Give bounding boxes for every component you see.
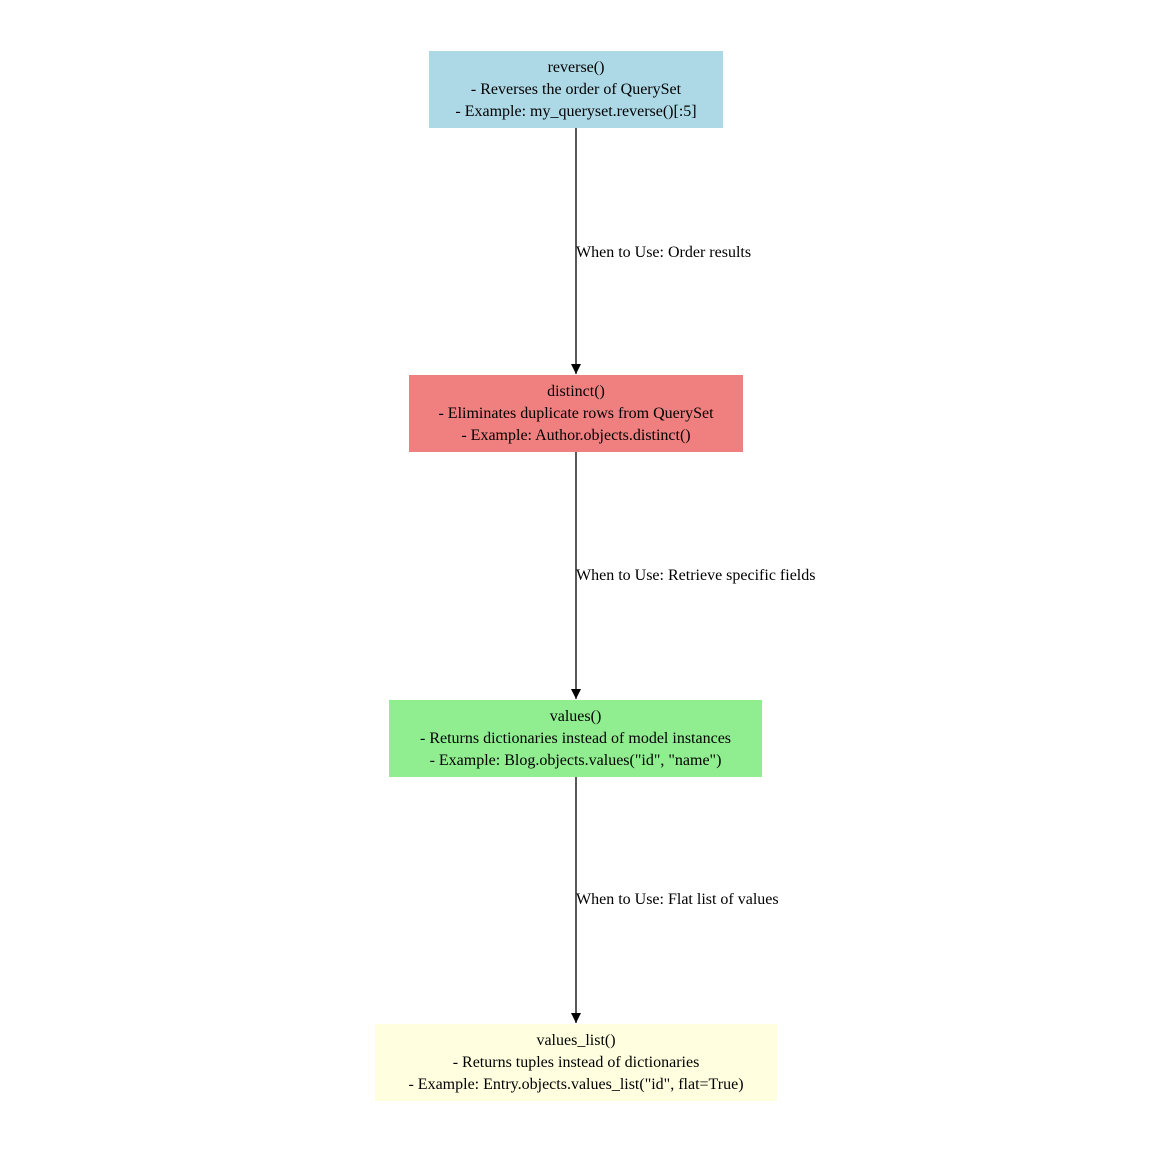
node-description: - Reverses the order of QuerySet (470, 80, 682, 98)
node-example: - Example: Author.objects.distinct() (461, 426, 691, 444)
node-title: values_list() (536, 1031, 616, 1049)
node-title: reverse() (547, 58, 605, 76)
node-title: values() (549, 707, 602, 725)
edge-label-distinct-to-values: When to Use: Retrieve specific fields (576, 567, 816, 584)
node-description: - Eliminates duplicate rows from QuerySe… (438, 404, 714, 422)
node-example: - Example: Blog.objects.values("id", "na… (429, 751, 722, 769)
node-description: - Returns dictionaries instead of model … (419, 729, 732, 747)
edge-label-reverse-to-distinct: When to Use: Order results (576, 244, 752, 261)
node-reverse: reverse() - Reverses the order of QueryS… (429, 51, 723, 128)
node-title: distinct() (547, 382, 605, 400)
node-values: values() - Returns dictionaries instead … (389, 700, 762, 777)
node-example: - Example: my_queryset.reverse()[:5] (455, 102, 697, 120)
node-description: - Returns tuples instead of dictionaries (452, 1053, 700, 1071)
edge-label-values-to-values-list: When to Use: Flat list of values (576, 891, 779, 908)
node-distinct: distinct() - Eliminates duplicate rows f… (409, 375, 743, 452)
node-example: - Example: Entry.objects.values_list("id… (408, 1075, 744, 1093)
node-values-list: values_list() - Returns tuples instead o… (375, 1024, 777, 1101)
